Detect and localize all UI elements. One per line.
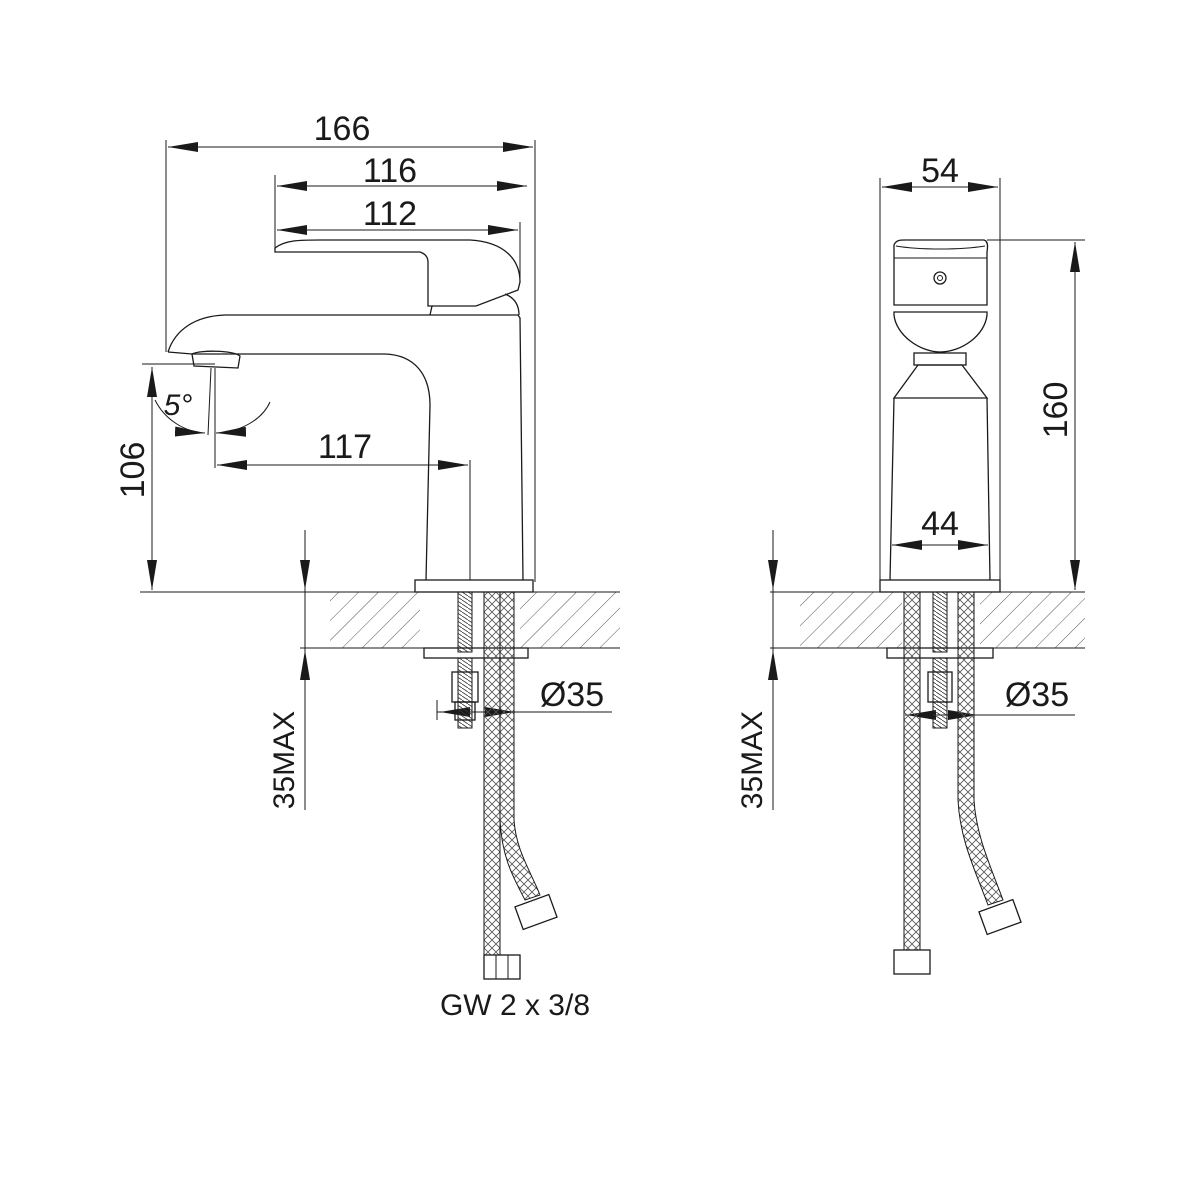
dim-overall-length: 166: [314, 110, 371, 148]
supply-hoses-front: [893, 591, 1022, 975]
countertop-section: [140, 591, 620, 649]
dim-lever-length: 112: [363, 195, 417, 233]
mounting-fittings: [423, 591, 529, 729]
front-view: 54 160 44 35MAX Ø35: [736, 152, 1085, 975]
dim-hole-diameter: Ø35: [540, 676, 604, 714]
lever-handle: [274, 239, 521, 316]
faucet-body: [167, 314, 534, 593]
dim-spout-angle: 5°: [164, 389, 193, 422]
dim-height: 160: [1037, 382, 1075, 439]
dim-hole-diameter-front: Ø35: [1005, 676, 1069, 714]
mounting-fittings-front: [886, 591, 994, 729]
dim-max-thickness-front: 35MAX: [736, 711, 769, 809]
faucet-body-front: [879, 239, 1001, 593]
dim-width: 54: [921, 152, 959, 190]
dimensions-side: 166 116 112 106 117 5° 35MAX: [114, 110, 612, 810]
countertop-section-front: [770, 591, 1085, 649]
side-view: 166 116 112 106 117 5° 35MAX: [114, 110, 620, 1022]
dim-spout-reach: 117: [318, 428, 372, 466]
dimensions-front: 54 160 44 35MAX Ø35: [736, 152, 1085, 810]
dim-max-thickness: 35MAX: [268, 711, 301, 809]
dim-lever-outer: 116: [363, 152, 417, 190]
dim-body-width: 44: [921, 505, 959, 543]
dim-spout-height: 106: [114, 442, 152, 499]
supply-hoses: GW 2 x 3/8: [440, 591, 590, 1022]
connection-label: GW 2 x 3/8: [440, 989, 590, 1022]
